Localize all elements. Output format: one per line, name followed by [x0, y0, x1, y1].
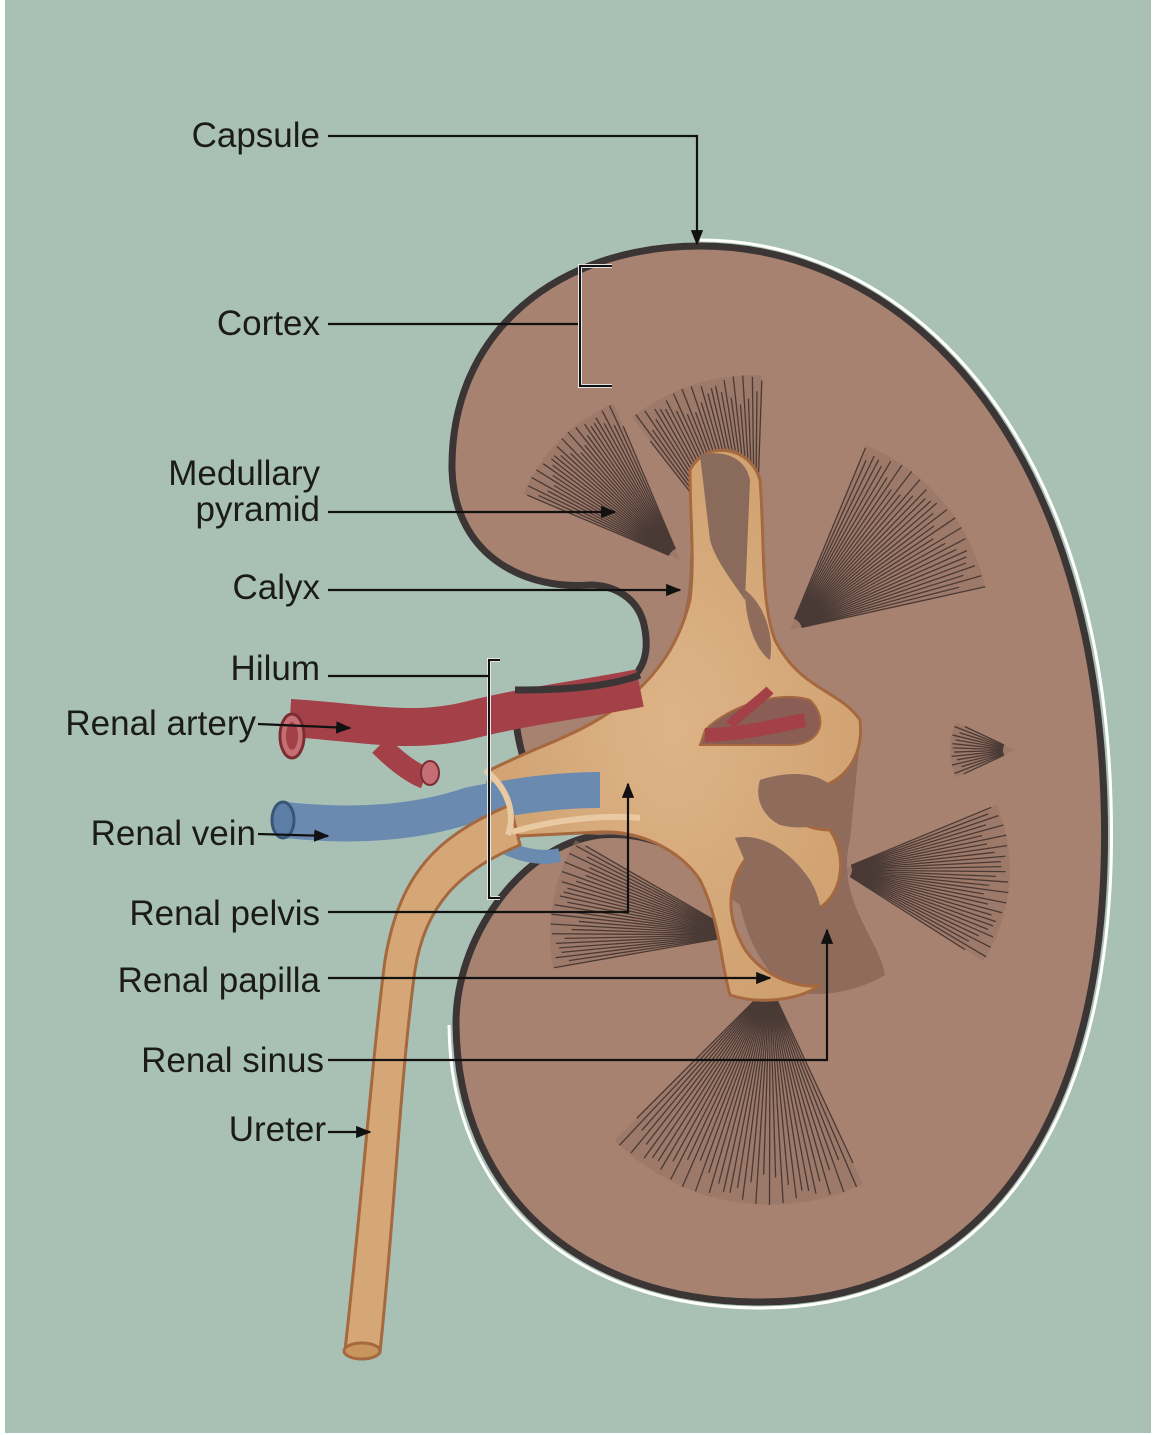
medullary-pyramid	[790, 445, 986, 630]
capsule-white-rim	[447, 238, 1114, 1310]
sinus-chamber-2	[758, 774, 840, 828]
label-renal-sinus: Renal sinus	[141, 1041, 324, 1080]
medullary-pyramid	[950, 722, 1015, 778]
label-ureter: Ureter	[228, 1110, 326, 1149]
medullary-pyramids	[523, 375, 1015, 1205]
sinus-chamber-5	[700, 453, 750, 600]
renal-artery-leader	[257, 721, 352, 734]
pelvis-highlight-2	[511, 813, 641, 835]
label-renal-artery: Renal artery	[65, 704, 256, 743]
medullary-pyramid	[550, 840, 740, 969]
medullary-pyramid	[840, 804, 1010, 962]
capsule-leader	[328, 134, 704, 246]
label-renal-pelvis: Renal pelvis	[129, 894, 320, 933]
label-medullary-pyramid-line1: Medullary	[168, 454, 320, 493]
leader-lines	[257, 134, 834, 1139]
label-renal-vein: Renal vein	[90, 814, 256, 853]
hilum-edge	[514, 671, 642, 694]
sinus-chamber-4	[745, 590, 771, 660]
sinus-chamber-3	[735, 836, 822, 960]
label-medullary-pyramid-line2: pyramid	[195, 490, 320, 529]
medullary-pyramid	[614, 985, 863, 1205]
label-hilum: Hilum	[230, 649, 320, 688]
ureter-opening	[342, 1341, 382, 1361]
label-capsule: Capsule	[191, 116, 320, 155]
label-medullary-pyramid: Medullary pyramid	[168, 456, 320, 528]
label-calyx: Calyx	[232, 568, 320, 607]
renal-vein-leader	[257, 829, 330, 842]
label-cortex: Cortex	[216, 304, 320, 343]
renal-sinus-leader	[328, 928, 834, 1062]
pelvis-highlight	[483, 767, 514, 836]
label-renal-papilla: Renal papilla	[117, 961, 320, 1000]
renal-pelvis-leader	[328, 782, 635, 914]
hilum-bracket	[487, 658, 500, 900]
